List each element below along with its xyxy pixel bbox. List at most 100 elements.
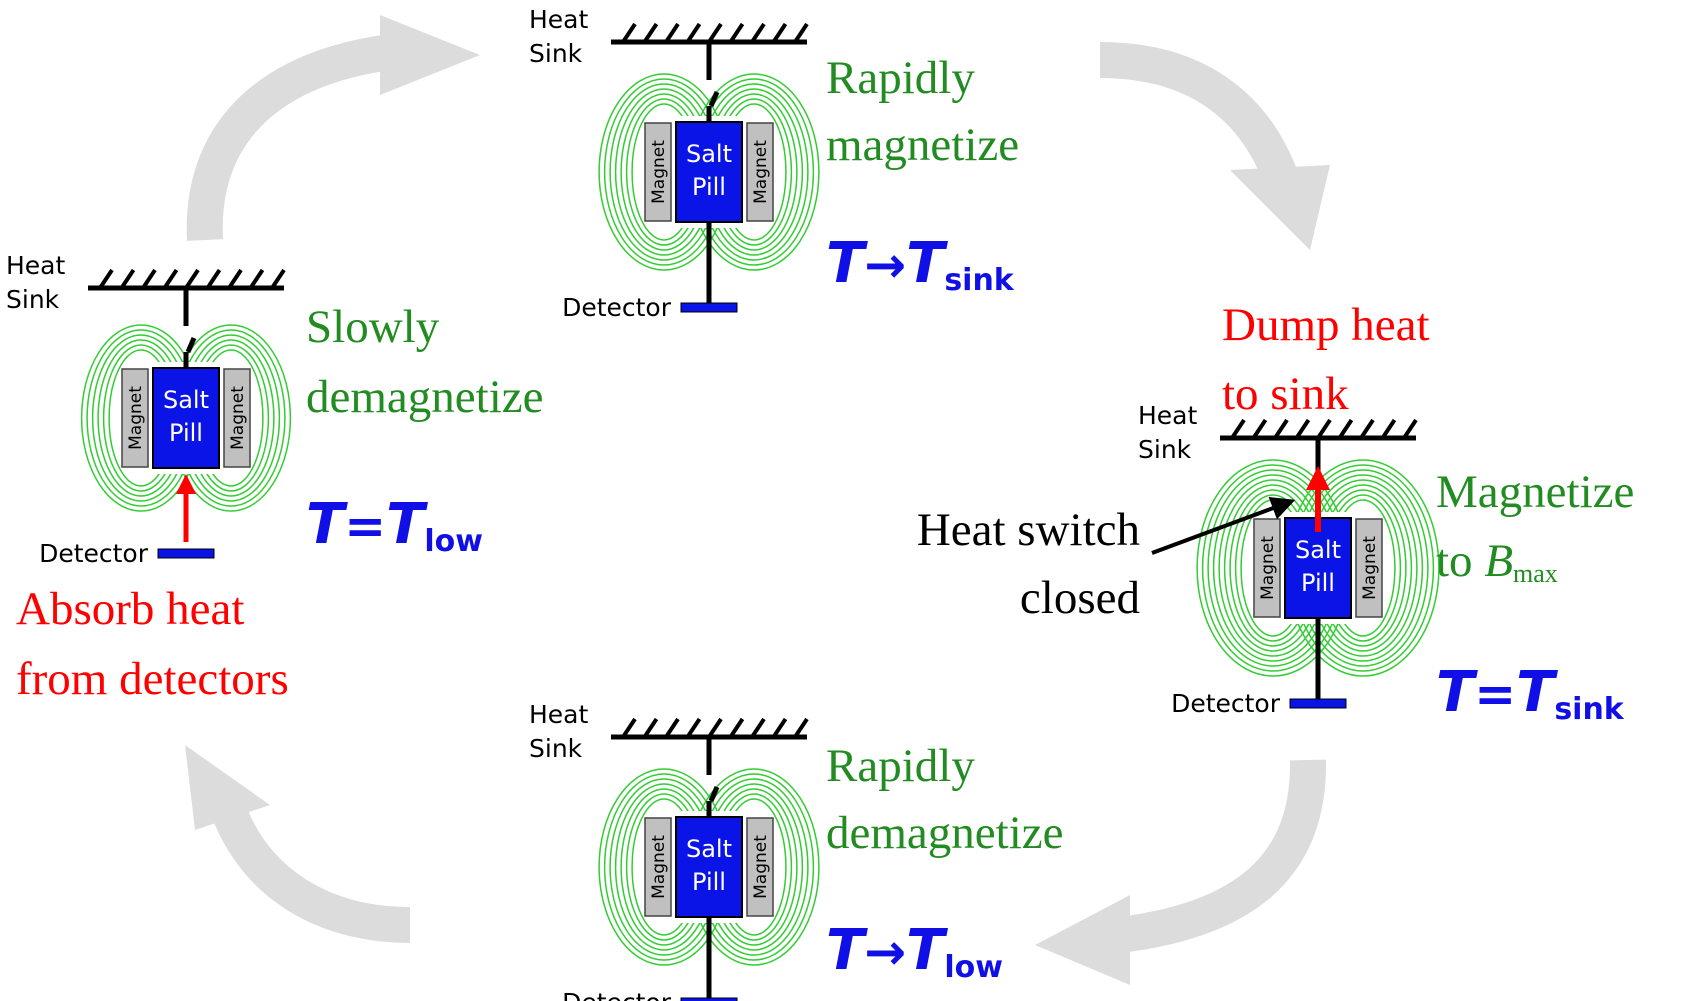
hatch-mark — [270, 268, 286, 290]
heat-sink-label-line2: Sink — [1138, 435, 1192, 464]
hatch-mark — [248, 268, 265, 290]
hatch-mark — [707, 22, 723, 44]
step-top-temperature: T→Tsink — [826, 231, 1015, 298]
hatch-mark — [771, 22, 788, 44]
dump-heat-note-line1: Dump heat — [1222, 299, 1430, 351]
heat-switch-blade — [708, 91, 720, 107]
cycle-arrow-left-to-top-head — [380, 15, 480, 95]
step-left-title-line2: demagnetize — [306, 371, 543, 423]
step-right-title-line2: to Bmax — [1436, 535, 1558, 588]
hatch-mark — [664, 717, 680, 739]
cycle-arrows — [185, 15, 1330, 985]
magnet-right-label: Magnet — [1360, 536, 1380, 600]
detector-label: Detector — [562, 293, 672, 322]
detector-label: Detector — [39, 539, 149, 568]
hatch-mark — [205, 268, 222, 290]
heat-switch-pointer-arrow — [1151, 496, 1296, 555]
salt-pill — [675, 121, 743, 223]
heat-switch-note-line2: closed — [1020, 572, 1140, 624]
detector-plate — [680, 302, 738, 313]
cycle-arrow-bottom-to-left-body — [207, 794, 411, 943]
hatch-mark — [1316, 418, 1332, 440]
hatch-mark — [141, 268, 157, 290]
magnet-left-label: Magnet — [126, 386, 146, 450]
heat-sink-hatching — [98, 268, 286, 290]
magnet-left — [644, 817, 672, 917]
heat-switch-blade — [708, 786, 720, 802]
heat-sink-label-line2: Sink — [529, 734, 583, 763]
cycle-arrow-left-to-top-body — [186, 34, 393, 241]
heat-sink-label-line1: Heat — [529, 5, 588, 34]
hatch-mark — [750, 717, 766, 739]
salt-pill — [1284, 517, 1352, 619]
hatch-mark — [642, 22, 659, 44]
hatch-mark — [119, 268, 136, 290]
magnet-left-label: Magnet — [1258, 536, 1278, 600]
hatch-mark — [1230, 418, 1246, 440]
hatch-mark — [184, 268, 200, 290]
heat-sink-label-line2: Sink — [529, 39, 583, 68]
detector-plate — [680, 997, 738, 1001]
cycle-arrow-bottom-to-left-head — [185, 745, 270, 830]
detector-label: Detector — [1171, 689, 1281, 718]
hatch-mark — [1380, 418, 1397, 440]
hatch-mark — [621, 717, 637, 739]
salt-pill-label-line2: Pill — [692, 868, 726, 896]
heat-switch-note-line1: Heat switch — [917, 504, 1140, 556]
magnet-right — [1355, 518, 1383, 618]
hatch-mark — [1294, 418, 1311, 440]
dump-heat-note-line2: to sink — [1222, 368, 1349, 420]
hatch-mark — [98, 268, 114, 290]
absorb-heat-note-line2: from detectors — [16, 653, 289, 705]
heat-sink-label-line1: Heat — [6, 251, 65, 280]
step-bottom-title-line1: Rapidly — [826, 740, 975, 792]
step-bottom-temperature: T→Tlow — [826, 918, 1003, 985]
heat-sink-label-line2: Sink — [6, 285, 60, 314]
salt-pill-label-line2: Pill — [169, 419, 203, 447]
hatch-mark — [728, 22, 745, 44]
step-bottom-title-line2: demagnetize — [826, 807, 1063, 859]
step-top-title-line1: Rapidly — [826, 52, 975, 104]
hatch-mark — [621, 22, 637, 44]
absorb-heat-note-line1: Absorb heat — [16, 583, 244, 635]
magnet-right-label: Magnet — [751, 835, 771, 899]
salt-pill-label-line1: Salt — [686, 140, 732, 168]
heat-sink-label-line1: Heat — [1138, 401, 1197, 430]
detector-plate — [1289, 698, 1347, 709]
hatch-mark — [1273, 418, 1289, 440]
magnet-right — [746, 122, 774, 222]
cycle-arrow-top-to-right-body — [1099, 42, 1303, 196]
magnet-right-label: Magnet — [228, 386, 248, 450]
salt-pill-label-line2: Pill — [692, 173, 726, 201]
hatch-mark — [728, 717, 745, 739]
hatch-mark — [227, 268, 243, 290]
heat-switch-blade — [185, 337, 197, 353]
salt-pill — [152, 367, 220, 469]
salt-pill — [675, 816, 743, 918]
salt-pill-label-line1: Salt — [686, 835, 732, 863]
hatch-mark — [707, 717, 723, 739]
cycle-arrow-right-to-bottom-body — [1117, 759, 1327, 953]
hatch-mark — [793, 22, 809, 44]
salt-pill-label-line2: Pill — [1301, 569, 1335, 597]
hatch-mark — [162, 268, 179, 290]
hatch-mark — [1402, 418, 1418, 440]
step-left-temperature: T=Tlow — [306, 492, 483, 559]
magnet-left — [1253, 518, 1281, 618]
cycle-arrow-top-to-right-head — [1230, 165, 1330, 250]
magnet-right-label: Magnet — [751, 140, 771, 204]
magnet-right — [746, 817, 774, 917]
hatch-mark — [685, 22, 702, 44]
magnet-left — [644, 122, 672, 222]
hatch-mark — [1251, 418, 1268, 440]
detector-plate — [157, 548, 215, 559]
salt-pill-label-line1: Salt — [1295, 536, 1341, 564]
salt-pill-label-line1: Salt — [163, 386, 209, 414]
hatch-mark — [664, 22, 680, 44]
